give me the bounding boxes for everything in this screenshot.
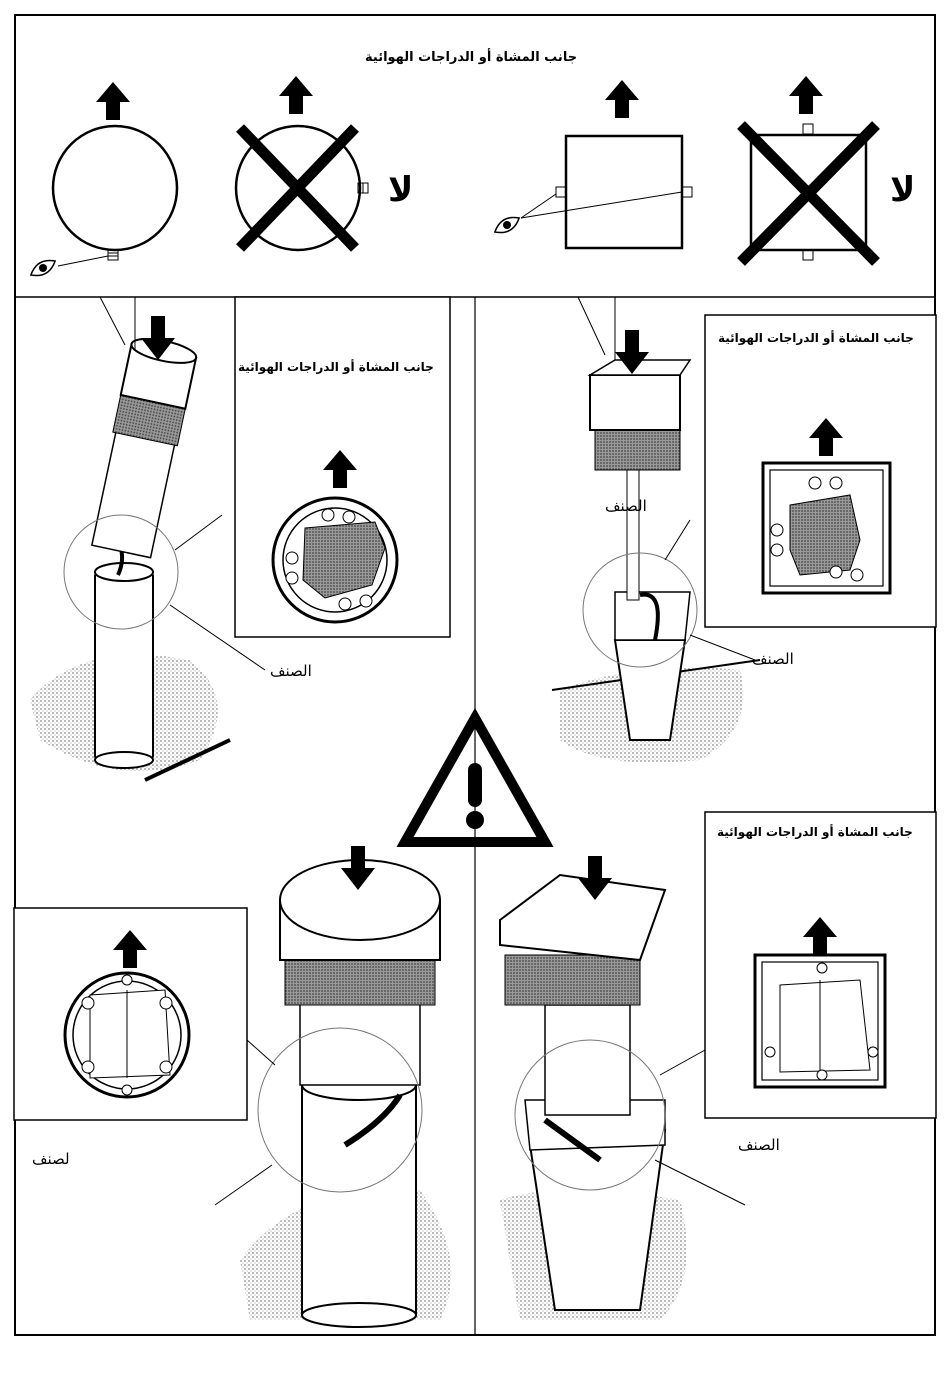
- header-side-label: جانب المشاة أو الدراجات الهوائية: [365, 50, 577, 65]
- round-post-closeup: [215, 846, 451, 1327]
- eye-icon: [28, 256, 58, 280]
- forbidden-mark: لا: [890, 170, 915, 210]
- inset-title: جانب المشاة أو الدراجات الهوائية: [718, 331, 914, 345]
- round-base-wrong: [236, 76, 368, 250]
- part-label: الصنف: [270, 662, 312, 680]
- part-label: الصنف: [752, 650, 794, 668]
- arrow-up-icon: [96, 82, 130, 120]
- part-label: الصنف: [605, 497, 647, 515]
- square-base-inset: [705, 315, 936, 627]
- part-label: الصنف: [738, 1136, 780, 1154]
- eye-icon: [492, 213, 522, 237]
- part-label: لصنف: [32, 1150, 70, 1168]
- round-post-install: [30, 297, 265, 780]
- arrow-up-icon: [279, 76, 313, 114]
- square-base-inset-bottom: [705, 812, 936, 1118]
- round-base-inset-bottom: [14, 908, 247, 1120]
- round-base-inset: [235, 297, 450, 637]
- arrow-up-icon: [789, 76, 823, 114]
- inset-title: جانب المشاة أو الدراجات الهوائية: [238, 360, 434, 374]
- forbidden-mark: لا: [388, 170, 413, 210]
- square-base-wrong: [741, 76, 876, 262]
- round-base-correct: [28, 82, 177, 280]
- arrow-up-icon: [605, 80, 639, 118]
- square-base-correct: [492, 80, 692, 248]
- inset-title: جانب المشاة أو الدراجات الهوائية: [717, 825, 913, 839]
